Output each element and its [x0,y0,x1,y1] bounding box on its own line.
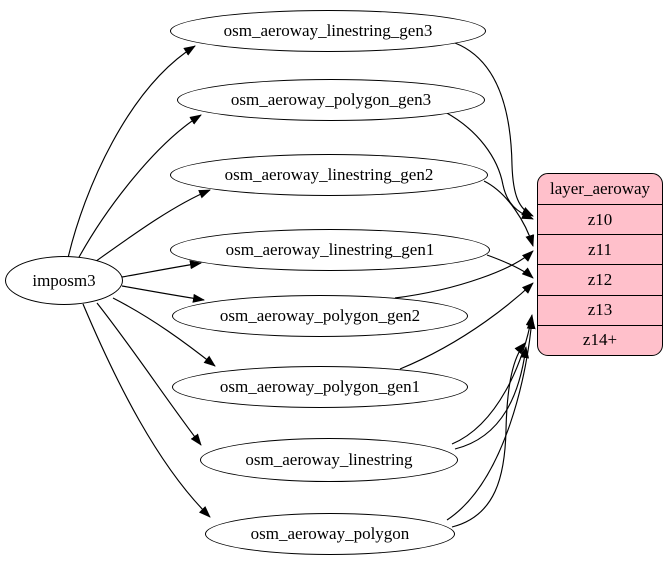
node-imposm3-label: imposm3 [32,270,96,290]
node-osm_aeroway_polygon_gen2: osm_aeroway_polygon_gen2 [172,295,468,337]
record-row-z14: z14+ [538,324,662,355]
node-osm_aeroway_linestring_gen1: osm_aeroway_linestring_gen1 [170,229,490,271]
edge-osm_aeroway_linestring-z13 [451,314,535,445]
record-title: layer_aeroway [549,179,651,199]
node-label: osm_aeroway_polygon_gen1 [219,377,421,396]
record-row-z11: z11 [538,234,662,264]
edge-imposm3-osm_aeroway_polygon_gen3 [77,114,202,260]
node-osm_aeroway_polygon_gen3: osm_aeroway_polygon_gen3 [177,79,485,121]
edge-osm_aeroway_polygon-z13 [446,317,536,521]
edge-imposm3-osm_aeroway_linestring_gen3 [67,45,196,259]
record-row-z12: z12 [538,264,662,294]
node-label: osm_aeroway_linestring_gen2 [224,165,434,184]
node-label: osm_aeroway_polygon_gen3 [230,90,432,109]
record-row-label: z10 [587,209,613,229]
node-osm_aeroway_polygon_gen1: osm_aeroway_polygon_gen1 [172,366,468,408]
edge-imposm3-osm_aeroway_polygon_gen2 [121,285,205,303]
node-osm_aeroway_linestring_gen2: osm_aeroway_linestring_gen2 [170,154,488,196]
edge-osm_aeroway_linestring_gen2-z11 [483,180,535,247]
node-label: osm_aeroway_linestring_gen3 [223,21,433,40]
record-header: layer_aeroway [538,174,662,204]
record-row-label: z11 [588,239,612,259]
edge-osm_aeroway_linestring_gen1-z12 [486,254,534,279]
record-layer_aeroway: layer_aeroway z10 z11 z12 z13 z14+ [537,173,663,356]
node-osm_aeroway_linestring_gen3: osm_aeroway_linestring_gen3 [170,10,486,52]
edge-imposm3-osm_aeroway_polygon [82,303,211,518]
node-label: osm_aeroway_linestring [245,450,413,469]
record-row-label: z13 [587,300,613,320]
edge-osm_aeroway_linestring_gen3-z10 [454,42,534,217]
node-label: osm_aeroway_polygon_gen2 [219,306,421,325]
record-row-label: z14+ [582,330,618,350]
edge-imposm3-osm_aeroway_linestring_gen1 [121,260,202,278]
edge-osm_aeroway_polygon-z14 [451,342,526,528]
record-row-label: z12 [587,270,613,290]
record-row-z10: z10 [538,204,662,234]
node-imposm3: imposm3 [5,256,123,305]
edge-osm_aeroway_linestring-z14 [454,346,530,450]
node-label: osm_aeroway_polygon [250,524,410,543]
node-osm_aeroway_linestring: osm_aeroway_linestring [200,438,458,482]
record-row-z13: z13 [538,294,662,325]
node-osm_aeroway_polygon: osm_aeroway_polygon [205,513,455,555]
node-label: osm_aeroway_linestring_gen1 [225,240,435,259]
